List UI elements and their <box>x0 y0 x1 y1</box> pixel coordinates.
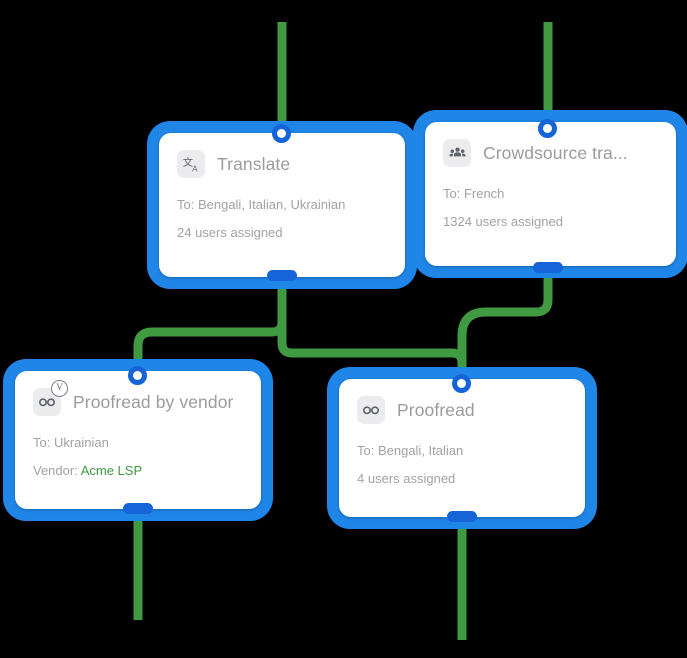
people-group-icon <box>443 139 471 167</box>
node-crowdsource[interactable]: Crowdsource tra... To: French 1324 users… <box>414 111 687 277</box>
output-port-proofread-by-vendor[interactable] <box>123 503 153 514</box>
node-target-languages: To: Bengali, Italian, Ukrainian <box>177 197 346 212</box>
glasses-icon <box>357 396 385 424</box>
node-vendor-value: Acme LSP <box>80 463 143 478</box>
node-translate[interactable]: 文 A Translate To: Bengali, Italian, Ukra… <box>148 122 416 288</box>
node-assignment-count: 24 users assigned <box>177 225 283 240</box>
translate-icon: 文 A <box>177 150 205 178</box>
node-title: Translate <box>217 153 291 174</box>
node-target-languages: To: Bengali, Italian <box>357 443 464 458</box>
node-header: V Proofread by vendor <box>33 380 243 417</box>
node-title: Crowdsource tra... <box>483 142 628 163</box>
node-title: Proofread by vendor <box>73 391 234 412</box>
input-port-proofread-by-vendor[interactable] <box>128 366 147 385</box>
node-vendor: Vendor: Acme LSP <box>33 463 243 478</box>
input-port-proofread[interactable] <box>452 374 471 393</box>
node-assignment-count: 4 users assigned <box>357 471 456 486</box>
node-proofread-by-vendor[interactable]: V Proofread by vendor To: Ukrainian Vend… <box>4 360 272 520</box>
node-vendor-label: Vendor: <box>33 463 81 478</box>
output-port-translate[interactable] <box>267 270 297 281</box>
node-header: 文 A Translate <box>177 149 387 179</box>
node-card[interactable]: Crowdsource tra... To: French 1324 users… <box>425 122 676 266</box>
svg-text:A: A <box>192 164 198 173</box>
input-port-crowdsource[interactable] <box>538 119 557 138</box>
node-header: Proofread <box>357 395 567 425</box>
node-card[interactable]: Proofread To: Bengali, Italian 4 users a… <box>339 379 585 517</box>
output-port-proofread[interactable] <box>447 511 477 522</box>
glasses-vendor-icon: V <box>33 380 68 416</box>
node-header: Crowdsource tra... <box>443 138 658 168</box>
node-target-languages: To: Ukrainian <box>33 435 109 450</box>
svg-text:文: 文 <box>182 156 192 169</box>
node-card[interactable]: V Proofread by vendor To: Ukrainian Vend… <box>15 371 261 509</box>
output-port-crowdsource[interactable] <box>533 262 563 273</box>
vendor-badge: V <box>51 380 68 397</box>
input-port-translate[interactable] <box>272 124 291 143</box>
node-target-languages: To: French <box>443 186 505 201</box>
node-card[interactable]: 文 A Translate To: Bengali, Italian, Ukra… <box>159 133 405 277</box>
node-proofread[interactable]: Proofread To: Bengali, Italian 4 users a… <box>328 368 596 528</box>
node-title: Proofread <box>397 399 475 420</box>
node-assignment-count: 1324 users assigned <box>443 214 563 229</box>
